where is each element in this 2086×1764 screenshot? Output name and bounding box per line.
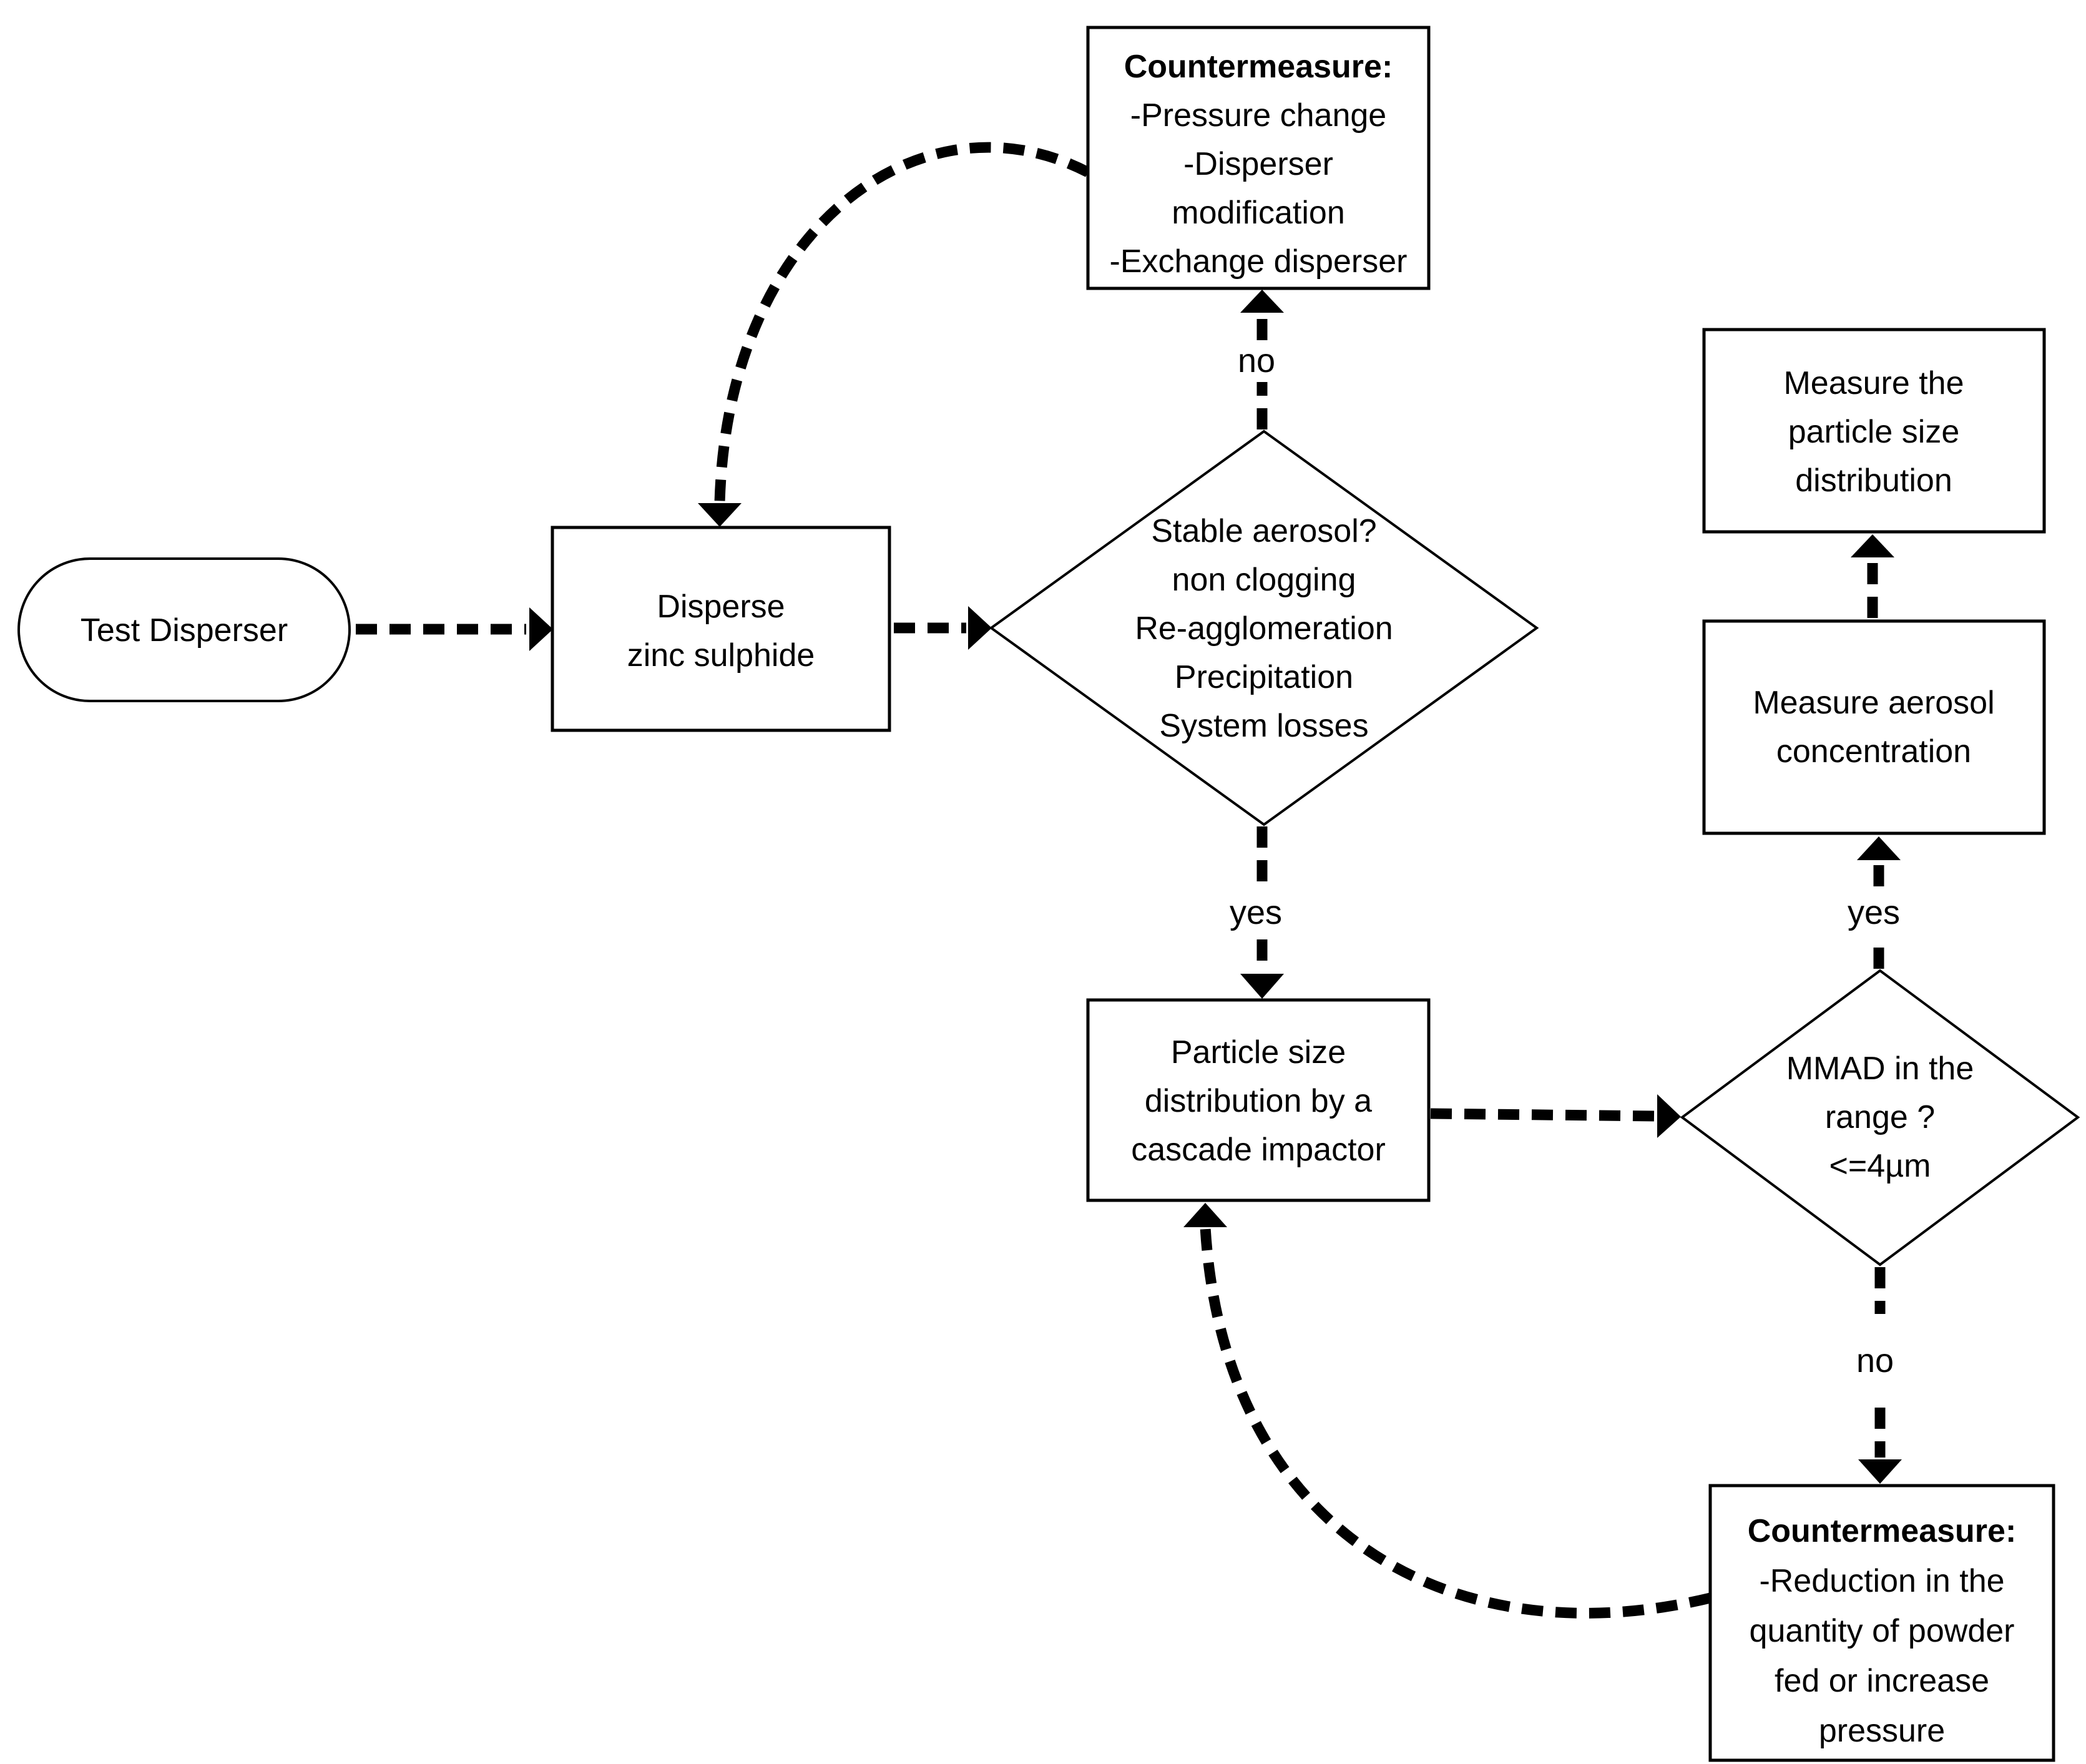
disperse-line: Disperse [657,589,785,625]
particle-size-line: distribution by a [1145,1083,1372,1119]
arrowhead-up-icon [1851,534,1894,557]
disperse-box: Disperse zinc sulphide [551,526,891,732]
countermeasure-disperser-line: -Exchange disperser [1110,243,1408,280]
arrowhead-up-icon [1857,836,1901,860]
edge-start-to-disperse [356,607,553,651]
countermeasure-powder-line: pressure [1819,1713,1945,1749]
edge-aerosol-to-psd [1851,534,1894,618]
particle-size-line: Particle size [1171,1034,1346,1071]
measure-psd-box: Measure the particle size distribution [1702,328,2046,534]
countermeasure-powder-box: Countermeasure: -Reduction in the quanti… [1708,1484,2055,1762]
arrowhead-up-icon [1183,1203,1227,1227]
arrowhead-down-icon [698,503,742,527]
start-label: Test Disperser [81,612,288,649]
mmad-line: range ? [1825,1099,1935,1135]
edge-stable-yes: yes [1230,826,1284,999]
arrowhead-down-icon [1858,1459,1902,1484]
countermeasure-disperser-box: Countermeasure: -Pressure change -Disper… [1086,26,1431,290]
edge-mmad-no: no [1856,1267,1902,1484]
measure-psd-line: distribution [1795,463,1952,499]
arrowhead-right-icon [968,606,992,650]
edge-label-stable-yes: yes [1230,894,1282,931]
mmad-diamond: MMAD in the range ? <=4µm [1680,969,2080,1267]
stable-aerosol-diamond: Stable aerosol? non clogging Re-agglomer… [989,429,1539,826]
stable-aerosol-line: Stable aerosol? [1151,513,1376,549]
stable-aerosol-line: Precipitation [1175,659,1353,695]
edge-particle-to-mmad [1430,1094,1681,1138]
measure-aerosol-box: Measure aerosol concentration [1702,619,2046,835]
measure-aerosol-line: concentration [1776,733,1971,770]
edge-countermeasure-to-particle [1183,1203,1711,1619]
stable-aerosol-line: System losses [1159,708,1368,744]
arrowhead-up-icon [1240,290,1284,313]
countermeasure-disperser-header: Countermeasure: [1124,49,1393,85]
countermeasure-powder-line: -Reduction in the [1759,1563,2004,1599]
countermeasure-disperser-line: -Pressure change [1130,97,1386,134]
countermeasure-powder-line: quantity of powder [1750,1613,2015,1649]
start-terminator: Test Disperser [17,557,351,702]
stable-aerosol-line: Re-agglomeration [1135,610,1393,647]
countermeasure-powder-header: Countermeasure: [1748,1513,2017,1549]
measure-psd-line: Measure the [1783,365,1964,401]
edge-label-stable-no: no [1238,342,1275,380]
countermeasure-disperser-line: -Disperser [1183,146,1333,182]
edge-label-mmad-no: no [1856,1342,1894,1379]
measure-aerosol-line: Measure aerosol [1753,685,1994,721]
arrowhead-down-icon [1240,974,1284,999]
edge-stable-no: no [1238,290,1284,429]
edge-mmad-yes: yes [1848,836,1901,969]
mmad-line: <=4µm [1829,1148,1931,1184]
particle-size-box: Particle size distribution by a cascade … [1086,998,1431,1202]
edge-label-mmad-yes: yes [1848,894,1900,931]
stable-aerosol-line: non clogging [1172,562,1356,598]
disperse-line: zinc sulphide [627,637,815,674]
arrowhead-right-icon [1657,1094,1681,1138]
measure-psd-line: particle size [1788,414,1960,450]
particle-size-line: cascade impactor [1131,1132,1386,1168]
edge-countermeasure-to-disperse [698,142,1090,527]
arrowhead-right-icon [529,607,553,651]
countermeasure-disperser-line: modification [1172,195,1344,231]
edge-disperse-to-stable [894,606,992,650]
countermeasure-powder-line: fed or increase [1775,1663,1989,1699]
mmad-line: MMAD in the [1786,1051,1974,1087]
